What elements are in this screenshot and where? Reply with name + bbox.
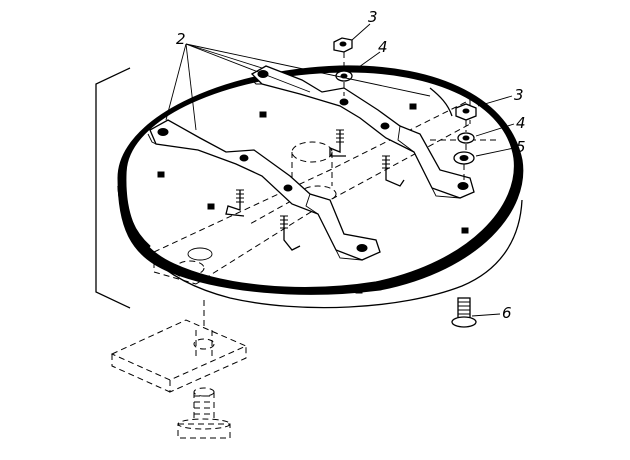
callout-4-top: 4 <box>378 38 388 56</box>
assembly-bracket <box>95 67 131 309</box>
callout-3-right: 3 <box>514 86 524 104</box>
threaded-studs <box>225 129 405 251</box>
leader-lines <box>165 23 515 317</box>
callout-labels: 3 4 2 3 4 5 6 <box>176 8 526 322</box>
lower-strap <box>147 119 381 261</box>
screw-part-6 <box>451 297 477 328</box>
callout-2: 2 <box>176 30 186 48</box>
upper-strap <box>249 65 475 199</box>
callout-5: 5 <box>516 138 526 156</box>
hardware-stack-right <box>453 103 477 180</box>
bottom-bolt <box>177 387 231 439</box>
bottom-mount-bracket <box>110 300 248 393</box>
callout-6: 6 <box>502 304 512 322</box>
callout-3-top: 3 <box>368 8 378 26</box>
callout-4-right: 4 <box>516 114 526 132</box>
